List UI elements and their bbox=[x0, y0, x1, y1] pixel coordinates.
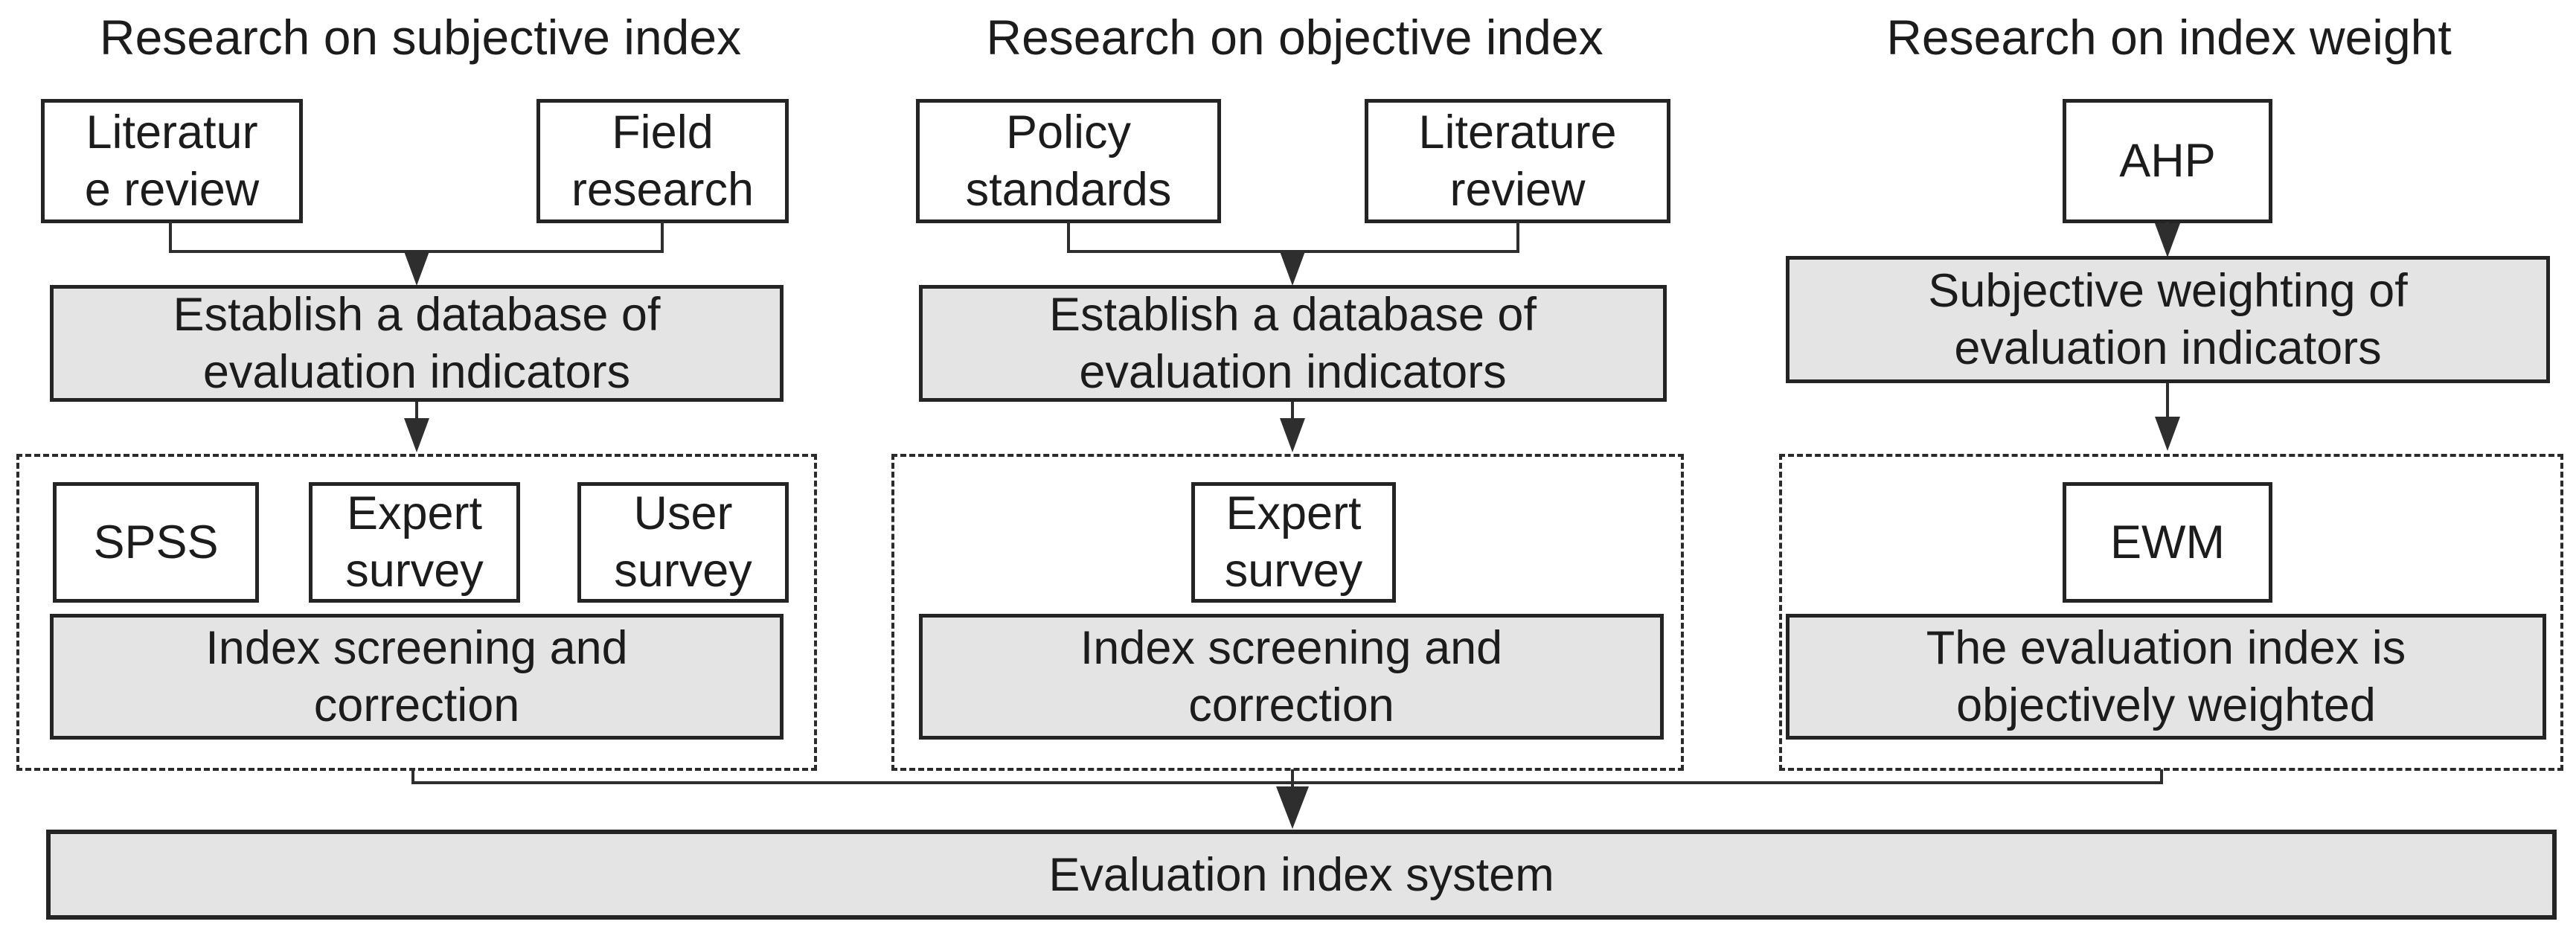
box-ewm: EWM bbox=[2063, 482, 2272, 603]
box-literature-review-1: Literatur e review bbox=[41, 99, 303, 223]
box-expert-survey-1: Expert survey bbox=[309, 482, 520, 603]
process-establish-database-1: Establish a database of evaluation indic… bbox=[50, 285, 784, 402]
arrowhead-down bbox=[2155, 417, 2180, 451]
box-literature-review-2: Literature review bbox=[1365, 99, 1670, 223]
arrowhead-down bbox=[2155, 223, 2180, 257]
arrowhead-down bbox=[1280, 418, 1305, 452]
connector-line bbox=[415, 402, 418, 423]
column-header-subjective: Research on subjective index bbox=[99, 10, 742, 65]
connector-line bbox=[1516, 222, 1519, 253]
process-establish-database-2: Establish a database of evaluation indic… bbox=[919, 285, 1667, 402]
result-evaluation-index-system: Evaluation index system bbox=[46, 830, 2557, 920]
process-index-screening-2: Index screening and correction bbox=[919, 614, 1664, 740]
connector-line bbox=[1067, 222, 1070, 253]
arrowhead-down bbox=[404, 418, 429, 452]
process-subjective-weighting: Subjective weighting of evaluation indic… bbox=[1786, 256, 2550, 383]
process-index-screening-1: Index screening and correction bbox=[50, 614, 784, 740]
box-spss: SPSS bbox=[53, 482, 259, 603]
group-weighting bbox=[1779, 454, 2563, 771]
connector-line bbox=[2166, 383, 2169, 420]
box-ahp: AHP bbox=[2063, 99, 2272, 223]
column-header-index-weight: Research on index weight bbox=[1886, 10, 2452, 65]
connector-line bbox=[411, 781, 2163, 784]
box-field-research: Field research bbox=[536, 99, 789, 223]
arrowhead-down bbox=[404, 251, 429, 286]
box-expert-survey-2: Expert survey bbox=[1191, 482, 1396, 603]
connector-line bbox=[1291, 769, 1294, 789]
process-objective-weighting: The evaluation index is objectively weig… bbox=[1786, 614, 2546, 740]
connector-line bbox=[661, 222, 664, 253]
connector-line bbox=[411, 769, 414, 784]
column-header-objective: Research on objective index bbox=[986, 10, 1603, 65]
connector-line bbox=[2160, 769, 2163, 784]
group-subjective-screening bbox=[16, 454, 817, 771]
connector-line bbox=[1291, 402, 1294, 423]
box-user-survey: User survey bbox=[577, 482, 789, 603]
group-objective-screening bbox=[891, 454, 1684, 771]
box-policy-standards: Policy standards bbox=[916, 99, 1221, 223]
arrowhead-down bbox=[1280, 251, 1305, 286]
connector-line bbox=[169, 222, 172, 253]
arrowhead-down bbox=[1276, 786, 1309, 829]
